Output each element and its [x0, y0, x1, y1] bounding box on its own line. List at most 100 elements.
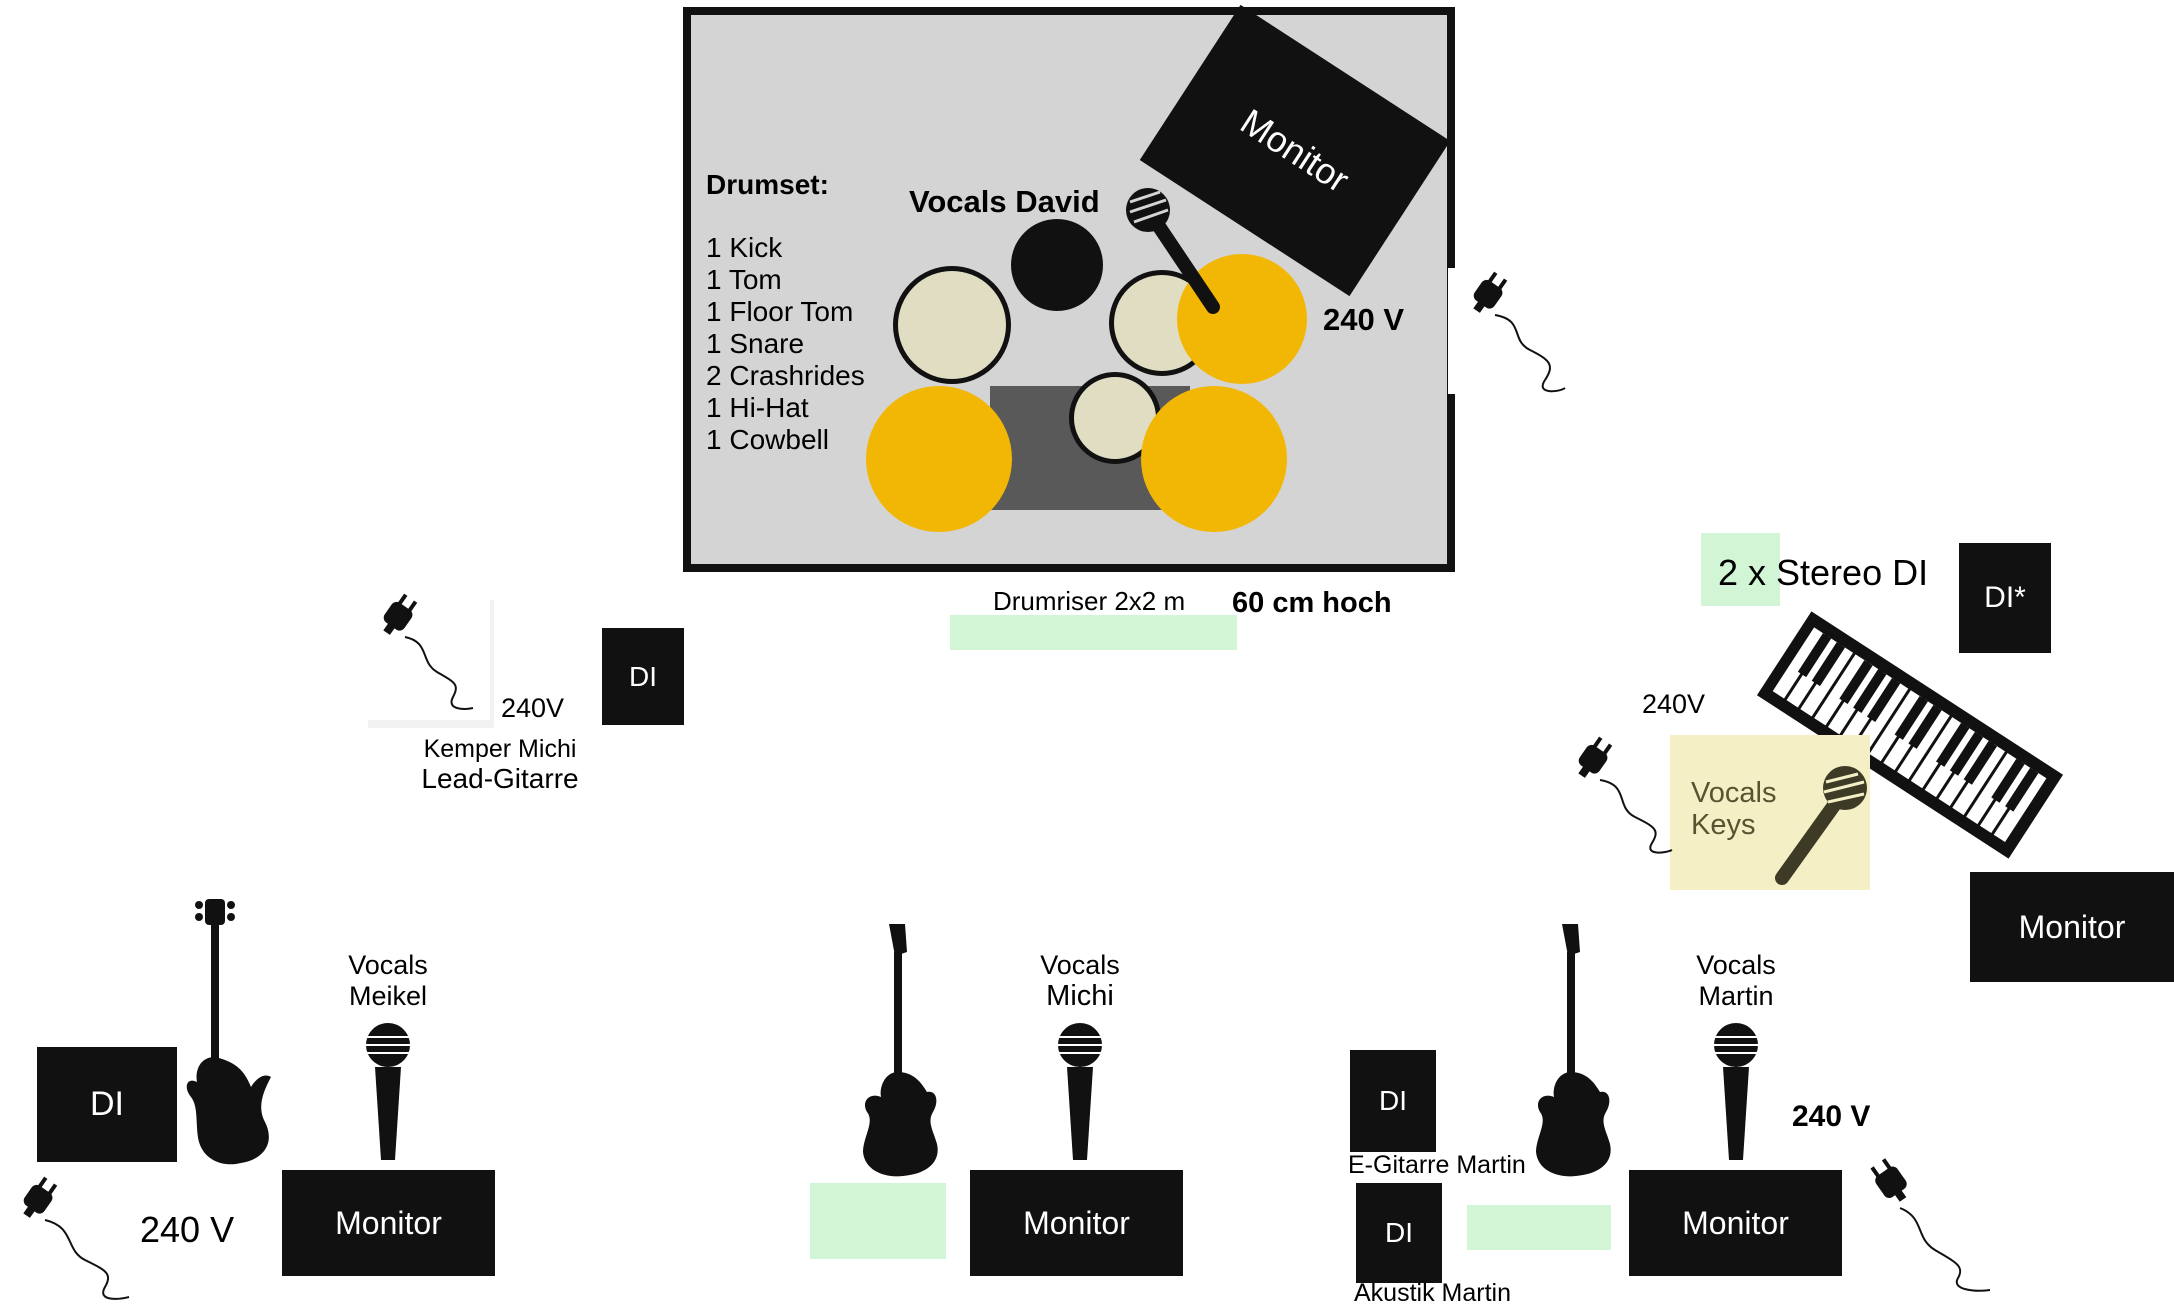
keyboard-black-key	[1839, 660, 1873, 705]
keyboard-black-key	[1963, 740, 1998, 785]
martin-egit-caption: E-Gitarre Martin	[1348, 1151, 1526, 1179]
keyboard-white-key	[1952, 744, 2005, 816]
bass-di-box: DI	[37, 1047, 177, 1162]
cymbal-right-bottom	[1141, 386, 1287, 532]
drumriser-height-caption: 60 cm hoch	[1232, 587, 1392, 619]
microphone-icon	[1775, 766, 1867, 885]
keyboard-white-key	[1924, 726, 1978, 798]
drum-kick	[1011, 219, 1103, 311]
microphone-icon	[1058, 1023, 1102, 1160]
guitar-icon	[1536, 924, 1611, 1177]
lead-guitar-di-box: DI	[602, 628, 684, 725]
drumriser-caption: Drumriser 2x2 m	[993, 586, 1186, 616]
center-vocals-label: Vocals Michi	[1010, 950, 1150, 1012]
martin-power-label: 240 V	[1792, 1100, 1871, 1133]
martin-akustik-caption: Akustik Martin	[1354, 1279, 1511, 1307]
keyboard-black-key	[1936, 722, 1970, 767]
microphone-icon	[1714, 1023, 1758, 1160]
keyboard-white-key	[1966, 753, 2019, 825]
martin-monitor: Monitor	[1629, 1170, 1842, 1276]
bass-guitar-icon	[186, 899, 271, 1165]
keyboard-white-key	[1910, 717, 1964, 789]
keyboard-black-key	[2005, 767, 2039, 812]
drumset-item: 1 Cowbell	[706, 424, 829, 455]
drumset-item: 1 Kick	[706, 232, 783, 263]
keys-vocals-line2: Keys	[1691, 809, 1756, 841]
bass-monitor: Monitor	[282, 1170, 495, 1276]
keyboard-icon	[1756, 611, 2064, 859]
keyboard-white-key	[1786, 636, 1840, 708]
drumset-item: 2 Crashrides	[706, 360, 865, 391]
martin-green-marker	[1467, 1205, 1611, 1250]
microphone-icon	[366, 1023, 410, 1160]
keyboard-black-key	[1894, 695, 1928, 740]
lead-guitar-di-label: DI	[629, 660, 657, 692]
bass-power-label: 240 V	[140, 1209, 235, 1250]
drumset-item: 1 Floor Tom	[706, 296, 854, 327]
martin-vocals-line2: Martin	[1698, 981, 1774, 1011]
keys-stereo-green	[1701, 533, 1780, 606]
keyboard-black-key	[1908, 704, 1942, 749]
lead-guitar-name: Kemper Michi Lead-Gitarre	[410, 734, 590, 794]
drum-monitor-label: Monitor	[1233, 100, 1357, 200]
keys-di-star-box: DI*	[1959, 543, 2051, 653]
plug-icon	[23, 1176, 130, 1300]
drumset-item: 1 Hi-Hat	[706, 392, 809, 423]
keys-power-label: 240V	[1642, 689, 1706, 719]
vocals-david-label: Vocals David	[909, 184, 1100, 219]
keys-monitor: Monitor	[1970, 872, 2174, 982]
keyboard-white-key	[1772, 627, 1826, 699]
keyboard-white-key	[1855, 681, 1909, 753]
plug-icon	[383, 593, 474, 710]
center-monitor-label: Monitor	[1023, 1204, 1130, 1241]
keys-vocals-label: Vocals Keys	[1691, 777, 1776, 841]
keyboard-white-key	[1800, 645, 1854, 717]
martin-di-egit-label: DI	[1379, 1085, 1407, 1116]
drumset-list: 1 Kick 1 Tom 1 Floor Tom 1 Snare 2 Crash…	[706, 232, 865, 456]
guitar-icon	[863, 924, 938, 1177]
cymbal-left-bottom	[866, 386, 1012, 532]
keyboard-black-key	[1866, 678, 1901, 722]
martin-di-egit-box: DI	[1350, 1050, 1436, 1152]
martin-monitor-label: Monitor	[1682, 1204, 1789, 1241]
martin-di-akustik-label: DI	[1385, 1217, 1413, 1248]
keyboard-white-key	[1869, 690, 1923, 762]
center-green-marker	[810, 1183, 946, 1259]
plug-icon	[1578, 736, 1673, 854]
keyboard-black-key	[1853, 669, 1887, 714]
keyboard-black-key	[1811, 642, 1846, 687]
bass-monitor-label: Monitor	[335, 1204, 442, 1241]
bass-vocals-line1: Vocals	[348, 950, 428, 980]
martin-vocals-line1: Vocals	[1696, 950, 1776, 980]
keyboard-white-key	[1993, 770, 2047, 843]
keyboard-white-key	[1827, 663, 1881, 735]
center-monitor: Monitor	[970, 1170, 1183, 1276]
drumset-title: Drumset:	[706, 169, 829, 200]
keyboard-white-key	[1841, 672, 1895, 744]
lead-guitar-name-line1: Kemper Michi	[423, 735, 577, 763]
keyboard-white-key	[1814, 654, 1867, 726]
drum-power-label: 240 V	[1323, 302, 1405, 337]
drumset-item: 1 Snare	[706, 328, 805, 359]
keys-stereo-di-label: 2 x Stereo DI	[1718, 552, 1929, 593]
bass-vocals-label: Vocals Meikel	[318, 950, 458, 1012]
keyboard-white-key	[1897, 708, 1950, 780]
bass-di-label: DI	[90, 1085, 124, 1123]
keyboard-white-key	[1883, 699, 1936, 771]
bass-vocals-line2: Meikel	[348, 981, 428, 1011]
riser-border-gap	[1448, 268, 1458, 394]
keys-monitor-label: Monitor	[2018, 908, 2126, 945]
keyboard-black-key	[1949, 731, 1984, 776]
keyboard-white-key	[1979, 761, 2033, 834]
drum-tom-left	[893, 266, 1011, 384]
center-vocals-line2: Michi	[1046, 980, 1114, 1012]
plug-icon	[1473, 271, 1566, 393]
lead-guitar-power-label: 240V	[501, 693, 565, 723]
martin-di-akustik-box: DI	[1356, 1183, 1442, 1283]
lead-guitar-bracket	[368, 600, 494, 728]
keys-di-star-label: DI*	[1984, 581, 2026, 614]
drumset-item: 1 Tom	[706, 264, 782, 295]
keyboard-black-key	[1991, 758, 2025, 803]
microphone-icon	[1126, 188, 1220, 314]
drumriser-green-marker	[950, 615, 1237, 650]
